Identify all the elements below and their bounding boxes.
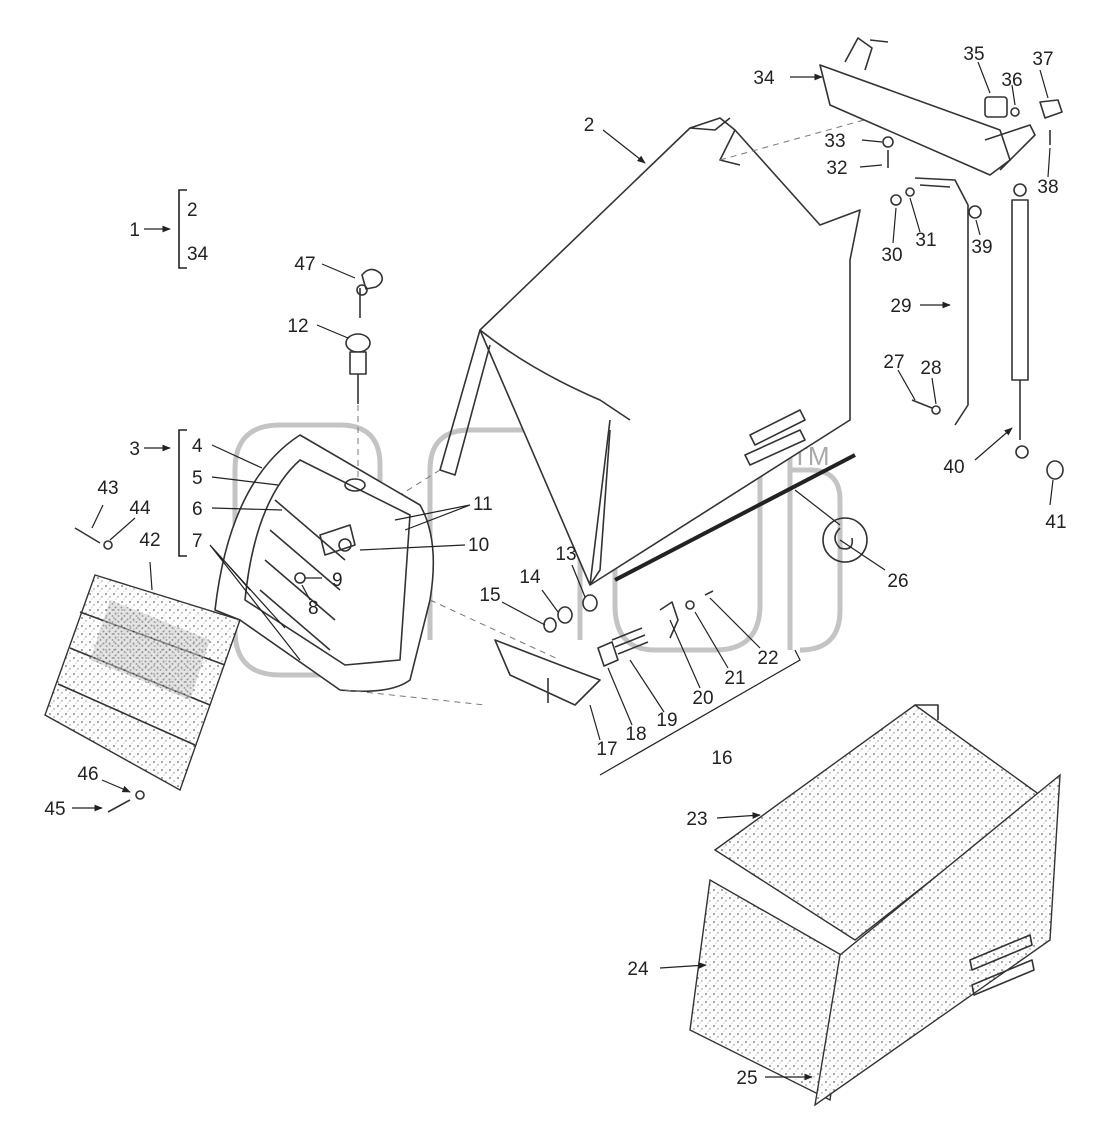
- bolt-part-27-28: [911, 399, 941, 415]
- callout-12: 12: [287, 316, 308, 337]
- callout-17: 17: [596, 739, 617, 760]
- callout-16: 16: [711, 748, 732, 769]
- support-rod-part-29: [914, 177, 969, 426]
- callout-38: 38: [1037, 177, 1058, 198]
- small-hardware: [882, 96, 1063, 219]
- callout-8: 8: [308, 598, 319, 619]
- callout-32: 32: [826, 158, 847, 179]
- callout-37: 37: [1032, 49, 1053, 70]
- callout-13: 13: [555, 544, 576, 565]
- hood-part-2: [359, 109, 901, 586]
- callout-19: 19: [656, 710, 677, 731]
- callout-21: 21: [724, 668, 745, 689]
- callout-7: 7: [192, 531, 203, 552]
- callout-14: 14: [519, 567, 541, 588]
- leader-lines: [72, 61, 1054, 1081]
- callout-24: 24: [627, 959, 649, 980]
- callout-44: 44: [129, 498, 151, 519]
- callout-22: 22: [757, 648, 778, 669]
- bolt-parts-43-46: [74, 527, 145, 813]
- callout-6: 6: [192, 499, 203, 520]
- callout-10: 10: [468, 535, 489, 556]
- callout-26: 26: [887, 571, 908, 592]
- callout-47: 47: [294, 254, 315, 275]
- callout-5: 5: [192, 468, 203, 489]
- callout-41: 41: [1045, 512, 1066, 533]
- callout-2-group: 2: [187, 200, 198, 221]
- grille-housing-part-3: [214, 434, 561, 706]
- callout-35: 35: [963, 44, 984, 65]
- callout-28: 28: [920, 358, 941, 379]
- callout-1: 1: [129, 220, 140, 241]
- callout-39: 39: [971, 237, 992, 258]
- callout-20: 20: [692, 688, 713, 709]
- panel-parts-23-24-25: [689, 704, 1061, 1107]
- callout-43: 43: [97, 478, 118, 499]
- callout-3: 3: [129, 439, 140, 460]
- callout-34-group: 34: [187, 244, 209, 265]
- callout-31: 31: [915, 230, 936, 251]
- callout-30: 30: [881, 245, 902, 266]
- callout-15: 15: [479, 585, 500, 606]
- callout-40: 40: [943, 457, 964, 478]
- callout-25: 25: [736, 1068, 757, 1089]
- latch-assembly: [494, 590, 714, 706]
- key-and-lock-parts: [345, 268, 384, 480]
- callout-33: 33: [824, 131, 845, 152]
- callout-29: 29: [890, 296, 911, 317]
- callout-46: 46: [77, 764, 98, 785]
- rod-part-26: [614, 453, 868, 582]
- callout-4: 4: [192, 436, 203, 457]
- bracket-part-34: [819, 37, 1036, 176]
- callout-42: 42: [139, 530, 160, 551]
- callout-labels: 1 2 34 2 3 4 5 6 7 8 9 10 11 12 13 14 15…: [44, 44, 1066, 1089]
- grille-panel-part-42: [44, 574, 241, 792]
- callout-36: 36: [1001, 70, 1022, 91]
- callout-27: 27: [883, 352, 904, 373]
- callout-34: 34: [753, 68, 775, 89]
- callout-23: 23: [686, 809, 707, 830]
- group-brackets: [178, 189, 187, 557]
- callout-11: 11: [473, 494, 493, 515]
- callout-45: 45: [44, 799, 65, 820]
- callout-9: 9: [332, 570, 343, 591]
- callout-2: 2: [584, 115, 595, 136]
- gas-strut-part-40: [1011, 183, 1064, 480]
- callout-18: 18: [625, 724, 646, 745]
